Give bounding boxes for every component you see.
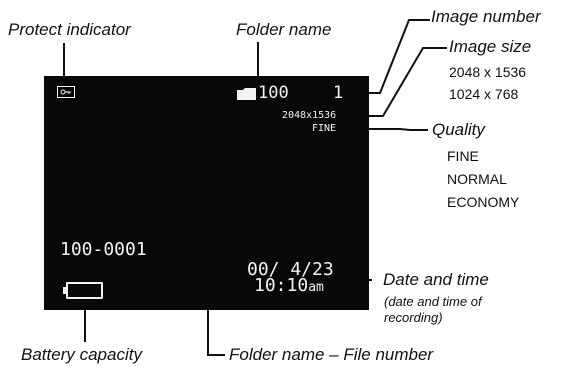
quality-value: FINE [312,123,337,134]
time-value: 10:10 [254,275,309,296]
quality-label: Quality [432,120,485,139]
folder-name-label: Folder name [236,20,332,39]
folder-icon [237,88,256,100]
date-time-label: Date and time [383,270,489,289]
folder-file-number-label: Folder name – File number [229,345,434,364]
file-number: 100-0001 [60,239,147,260]
time-display: 10:10am [254,275,324,296]
date-time-note-line-1: (date and time of [384,294,482,309]
battery-icon [63,282,103,299]
image-size-option-1: 2048 x 1536 [449,64,527,80]
quality-option-economy: ECONOMY [447,194,520,210]
date-time-note-line-2: recording) [384,310,443,325]
image-size-value: 2048x1536 [282,110,337,121]
image-size-option-2: 1024 x 768 [449,86,519,102]
image-number-label: Image number [431,7,541,26]
battery-capacity-label: Battery capacity [21,345,142,364]
date-display: 00/ 4/23 [247,259,334,280]
folder-number: 100 [258,83,289,103]
image-size-label: Image size [449,37,532,56]
quality-option-normal: NORMAL [447,171,507,187]
key-icon [57,86,75,98]
lcd-screen: 100 1 2048x1536 FINE 100-0001 00/ 4/23 1… [44,76,369,310]
leader-quality [338,128,428,131]
image-number: 1 [333,83,344,103]
protect-indicator-label: Protect indicator [8,20,131,39]
am-pm: am [308,280,324,295]
quality-option-fine: FINE [447,148,479,164]
